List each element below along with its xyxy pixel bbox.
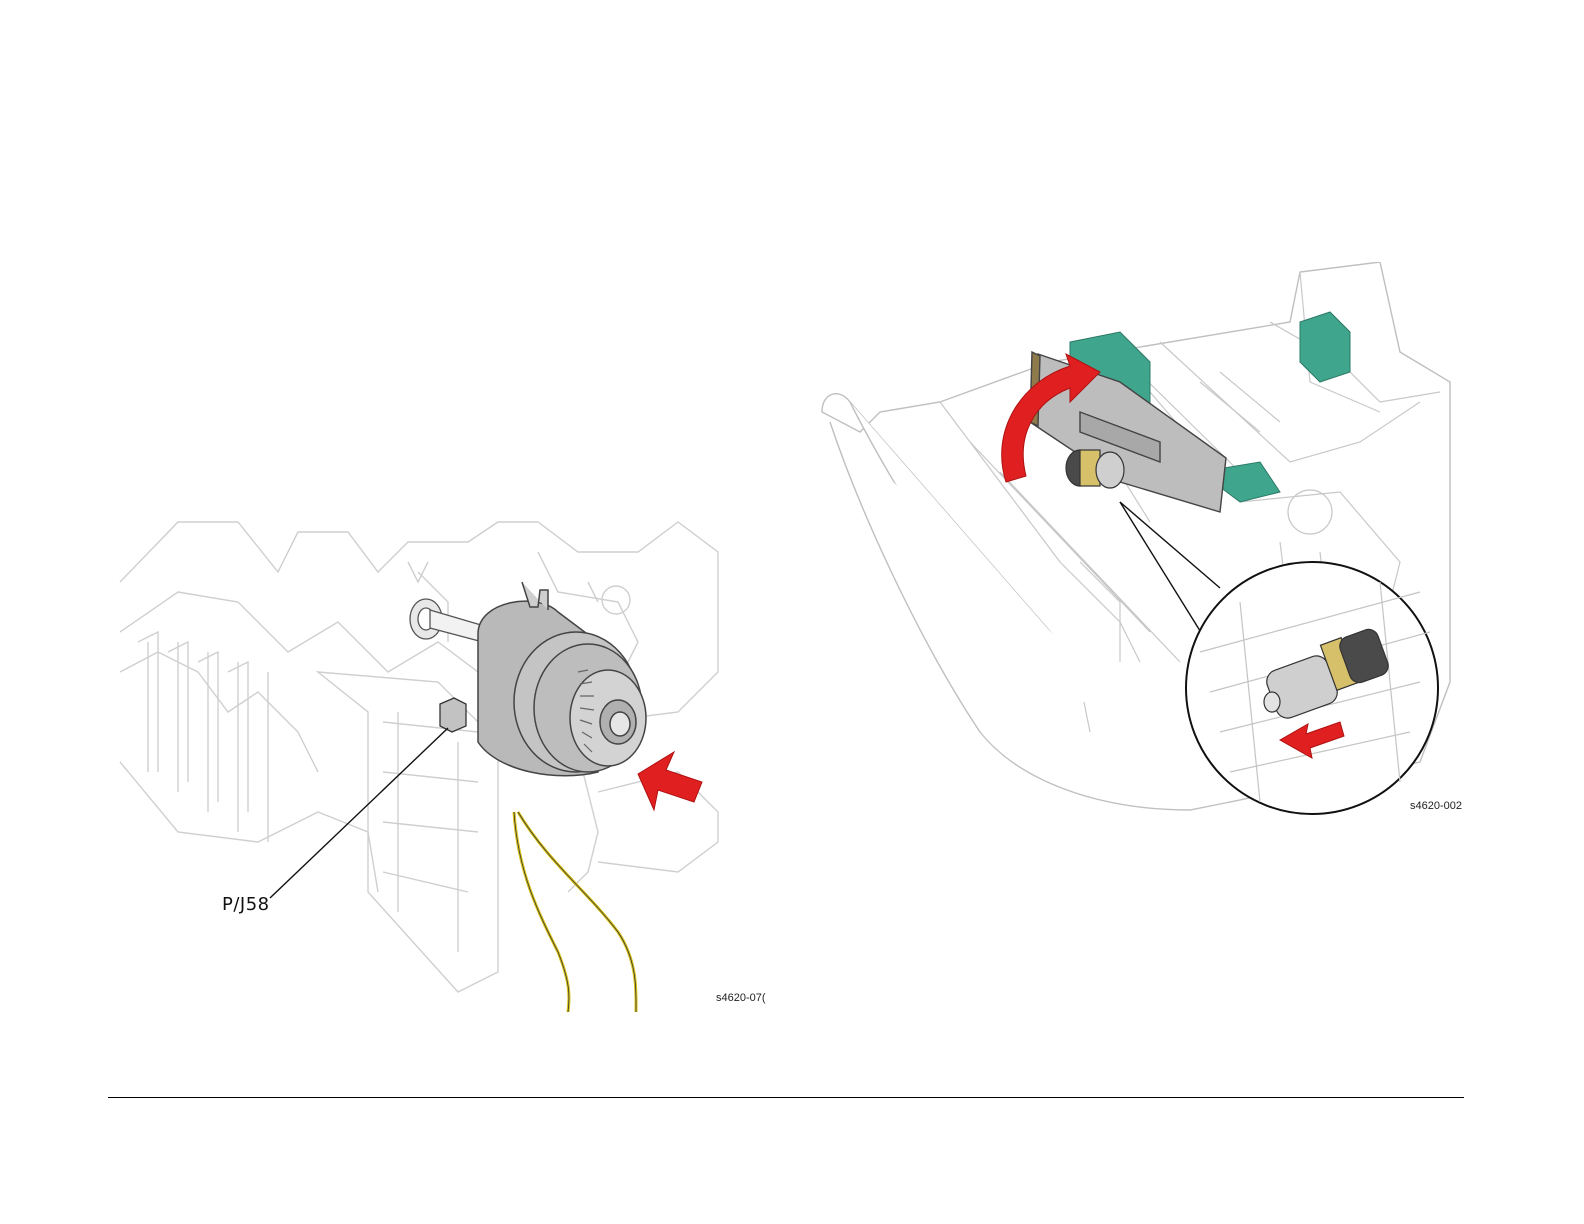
callout-leader-line bbox=[270, 728, 448, 898]
clutch-removal-figure: P/J58 s4620-07( bbox=[118, 512, 778, 1012]
figure-id-label: s4620-07( bbox=[716, 992, 766, 1004]
tray-illustration-icon bbox=[820, 262, 1470, 822]
figure-id-label: s4620-002 bbox=[1410, 800, 1462, 812]
connector-callout-label: P/J58 bbox=[222, 894, 270, 915]
clutch-illustration-icon bbox=[118, 512, 778, 1012]
footer-divider bbox=[108, 1097, 1464, 1098]
roller-removal-figure: s4620-002 bbox=[820, 262, 1470, 822]
